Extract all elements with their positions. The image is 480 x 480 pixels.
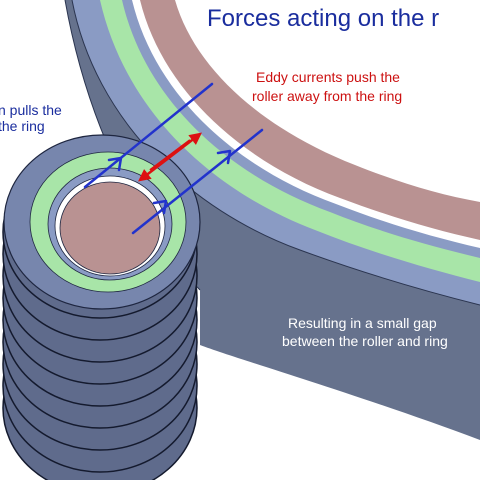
gap-label-line2: between the roller and ring bbox=[282, 333, 448, 349]
eddy-label-line2: roller away from the ring bbox=[252, 88, 402, 104]
left-label-line2: the ring bbox=[0, 118, 45, 134]
field-arrowhead-lower-2 bbox=[216, 149, 232, 165]
roller-core bbox=[59, 181, 161, 275]
eddy-label-line1: Eddy currents push the bbox=[256, 69, 400, 85]
ring bbox=[64, 0, 480, 440]
eddy-arrow-1 bbox=[138, 132, 202, 182]
eddy-current-arrows bbox=[138, 132, 202, 182]
field-arrowhead-lower-1 bbox=[152, 199, 168, 215]
left-label-line1: n pulls the bbox=[0, 102, 62, 118]
eddy-arrow-2 bbox=[149, 139, 191, 171]
roller bbox=[2, 134, 201, 480]
gap-label-line1: Resulting in a small gap bbox=[288, 315, 437, 331]
diagram-title: Forces acting on the r bbox=[207, 5, 439, 32]
field-arrowhead-upper bbox=[107, 156, 123, 172]
ring-hole bbox=[175, 0, 480, 202]
